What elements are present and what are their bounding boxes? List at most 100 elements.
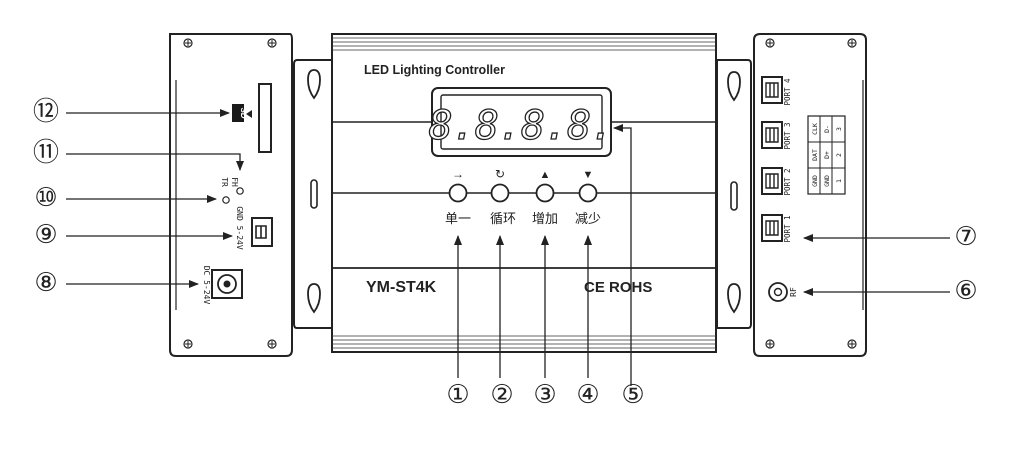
rf-connector-pin [773,287,783,297]
left-panel-screws [183,38,277,349]
sd-label-box [232,104,244,122]
cert-label: CE ROHS [584,279,652,296]
terminal-screws-icon [765,220,779,236]
single-mode-button[interactable] [448,183,468,203]
left-side-panel: SD FH TR GND 5-24V DC 5-24V [169,33,293,357]
rf-antenna-connector-icon [768,282,788,302]
terminal-screws-icon [765,82,779,98]
rf-label: RF [789,287,798,297]
right-panel-screws [765,38,857,349]
callout-7: ⑦ [954,221,977,251]
dc-jack-label: DC 5-24V [202,266,211,305]
callout-5: ⑤ [621,379,644,409]
tr-led-icon [222,196,230,204]
screw-slot [185,40,191,46]
pin-cell: GND [823,175,831,187]
front-mounting-ears [293,59,752,329]
screw-icon [183,38,193,48]
screw-icon [267,38,277,48]
screw-icon [765,339,775,349]
right-panel-outline [753,33,867,357]
seven-segment-display [440,94,603,150]
terminal-screws-icon [255,225,267,239]
button-icon-right-arrow-icon: → [452,167,464,181]
port-3-label: PORT 3 [783,122,792,149]
callout-11: ⑪ [33,137,59,167]
callout-3: ③ [533,379,556,409]
leader-line-5 [613,124,632,386]
pin-table: CLK D- 3 DAT D+ 2 GND GND 1 [807,115,846,195]
port-2-block [761,167,783,195]
heat-sink-bottom [332,335,716,349]
port-1-label: PORT 1 [783,215,792,242]
button-icon-up-icon: ▲ [540,169,551,181]
keyhole-icon [727,71,741,102]
sd-arrow-icon [246,110,252,118]
left-panel-outline [169,33,293,357]
callout-6: ⑥ [954,275,977,305]
fh-label: FH [230,177,239,187]
display-digits: 8.8.8.8. [429,103,614,149]
pin-cell: D- [823,125,831,133]
port-4-block [761,76,783,104]
callout-numbers: ① ② ③ ④ ⑤ ⑥ ⑦ ⑧ ⑨ ⑩ ⑪ ⑫ [33,96,978,409]
button-label-decrease: 减少 [575,212,601,227]
callout-8: ⑧ [34,267,57,297]
button-icon-down-icon: ▼ [583,169,594,181]
port-4-label: PORT 4 [783,78,792,106]
cycle-mode-button[interactable] [490,183,510,203]
pin-cell: 2 [835,153,843,157]
power-terminal-block [251,217,273,247]
callout-4: ④ [576,379,599,409]
screw-icon [267,339,277,349]
callout-9: ⑨ [34,219,57,249]
fh-led-icon [236,187,244,195]
keyhole-icon [307,69,321,100]
terminal-screws-icon [765,173,779,189]
tr-label: TR [220,177,229,187]
terminal-screws-icon [765,127,779,143]
button-label-increase: 增加 [532,212,558,227]
pin-cell: CLK [811,123,819,135]
screw-slot [185,341,191,347]
model-label: YM-ST4K [366,279,437,296]
button-label-cycle: 循环 [490,212,516,227]
sd-label: SD [239,107,248,118]
button-label-single: 单一 [445,212,471,227]
callout-2: ② [490,379,513,409]
leader-lines [66,109,950,386]
callout-1: ① [446,379,469,409]
screw-slot [269,40,275,46]
increase-button[interactable] [535,183,555,203]
screw-icon [183,339,193,349]
screw-slot [849,40,855,46]
screw-icon [847,38,857,48]
pin-cell: GND [811,175,819,187]
power-terminal-label: GND 5-24V [235,206,244,250]
leader-line-11 [66,153,244,171]
dc-jack-pin [223,280,231,288]
decrease-button[interactable] [578,183,598,203]
controller-front-body: LED Lighting Controller 8.8.8.8. → ↻ ▲ ▼… [331,33,717,353]
screw-slot [849,341,855,347]
screw-slot [269,341,275,347]
port-2-label: PORT 2 [783,168,792,195]
screw-icon [765,38,775,48]
pin-cell: 1 [835,179,843,183]
screw-icon [847,339,857,349]
slot-icon [310,179,318,209]
keyhole-icon [727,283,741,314]
pin-cell: 3 [835,127,843,131]
pin-cell: D+ [823,151,831,159]
keyhole-icon [307,283,321,314]
button-icon-cycle-icon: ↻ [495,167,505,181]
screw-slot [767,341,773,347]
device-title: LED Lighting Controller [364,63,505,77]
port-3-block [761,121,783,149]
callout-12: ⑫ [33,96,59,126]
heat-sink-top [332,37,716,51]
callout-10: ⑩ [34,182,57,212]
sd-card-slot [258,83,272,153]
